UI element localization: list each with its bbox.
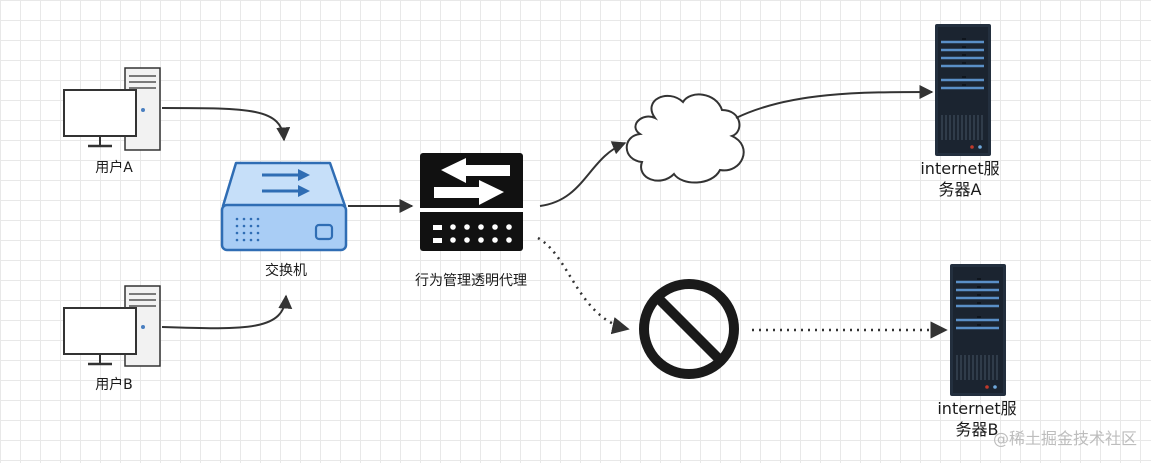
server-b-label-line1: internet服 [937,399,1017,418]
watermark: @稀土掘金技术社区 [992,429,1137,448]
edge-proxy-to-blocked [537,236,630,335]
user-a-label: 用户A [95,160,133,176]
server-a-label-line2: 务器A [938,179,982,199]
switch-icon [220,161,348,252]
server-b-label-line2: 务器B [955,419,999,439]
internet-cloud-icon [625,93,745,184]
server-a-label: internet服 务器A [905,159,1015,201]
server-b-icon [950,264,1006,396]
server-a-icon [935,24,991,156]
server-a-label-line1: internet服 [920,159,1000,178]
user-b-label: 用户B [95,377,133,393]
proxy-switch-icon [420,153,523,251]
edge-cloud-to-server-a [735,85,934,119]
switch-label: 交换机 [265,263,307,279]
user-b-computer-icon [63,285,161,367]
edge-proxy-to-cloud [539,141,627,207]
proxy-label: 行为管理透明代理 [415,273,527,289]
edge-user-b-to-switch [161,294,293,330]
server-b-label: internet服 务器B [922,399,1032,441]
user-a-computer-icon [63,67,161,151]
blocked-sign-icon [639,279,739,379]
edge-user-a-to-switch [161,107,291,142]
